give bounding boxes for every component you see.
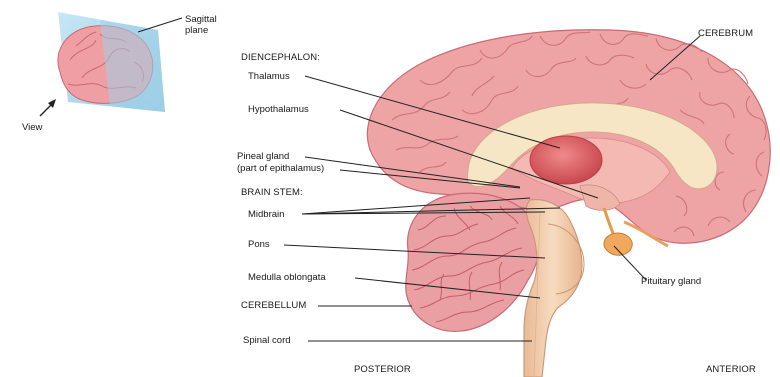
anterior-label: ANTERIOR xyxy=(706,364,756,375)
pons-label: Pons xyxy=(248,239,270,250)
cerebellum-label: CEREBELLUM xyxy=(241,300,306,311)
brain-stem-shape xyxy=(524,200,582,377)
pituitary-gland-shape xyxy=(604,233,632,255)
pineal-gland-note-label: (part of epithalamus) xyxy=(237,163,324,174)
hypothalamus-label: Hypothalamus xyxy=(248,104,309,115)
posterior-label: POSTERIOR xyxy=(354,364,411,375)
diencephalon-label: DIENCEPHALON: xyxy=(241,52,320,63)
medulla-oblongata-label: Medulla oblongata xyxy=(248,272,326,283)
cerebellum-shape xyxy=(406,193,540,331)
pituitary-gland-label: Pituitary gland xyxy=(641,276,701,287)
midbrain-label: Midbrain xyxy=(248,209,284,220)
pineal-gland-label: Pineal gland xyxy=(237,151,289,162)
thalamus-shape xyxy=(530,136,602,184)
plane-leader xyxy=(138,18,182,32)
main-brain xyxy=(367,30,770,377)
view-label: View xyxy=(22,122,42,133)
inset-brain-figure xyxy=(40,12,182,116)
spinal-cord-label: Spinal cord xyxy=(243,335,291,346)
thalamus-label: Thalamus xyxy=(248,71,290,82)
sagittal-plane-front-edge xyxy=(100,20,165,112)
brain-stem-label: BRAIN STEM: xyxy=(241,187,303,198)
cerebrum-label: CEREBRUM xyxy=(698,28,753,39)
